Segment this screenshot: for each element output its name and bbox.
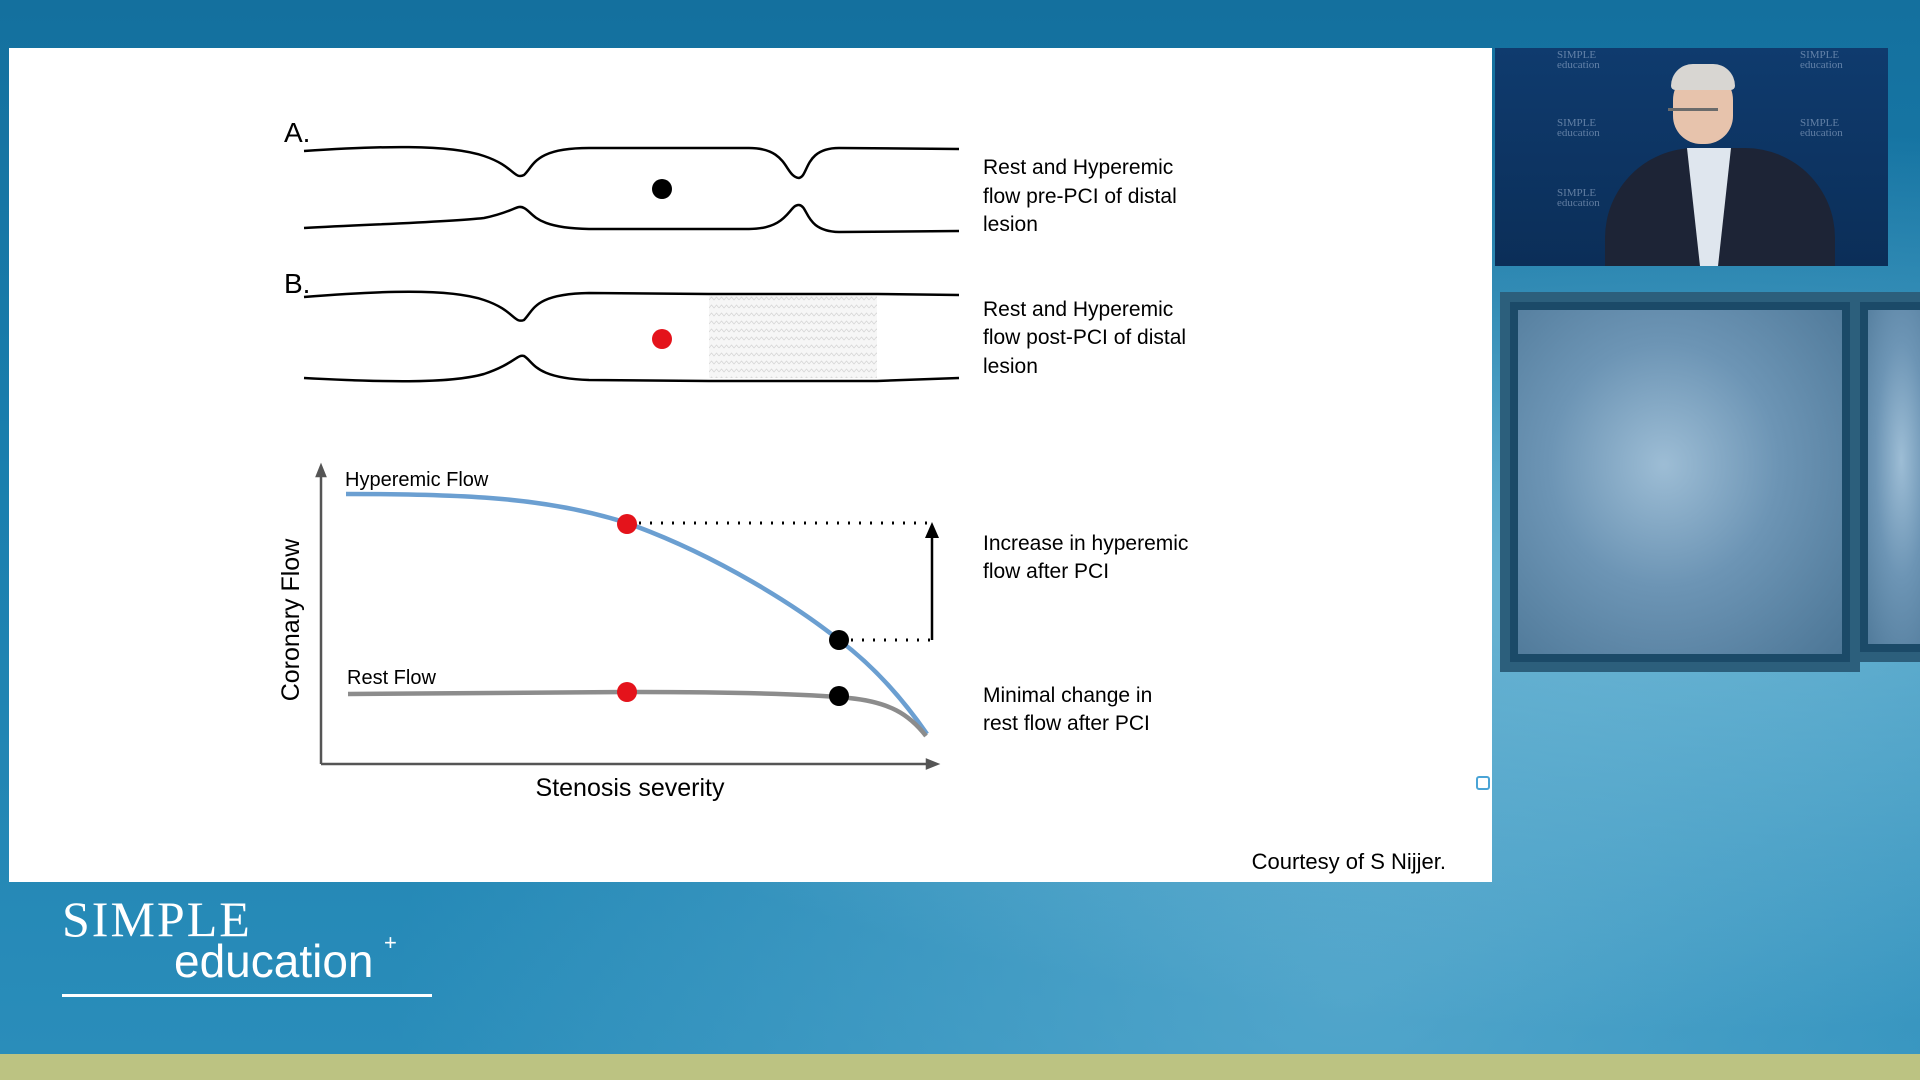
speaker-glasses xyxy=(1668,108,1718,121)
angiography-monitor xyxy=(1500,292,1860,672)
increase-arrowhead xyxy=(925,522,939,538)
note-increase-line: Increase in hyperemic xyxy=(983,532,1188,555)
watermark-line: SIMPLE xyxy=(1800,49,1840,61)
panel-a-caption: Rest and Hyperemic flow pre-PCI of dista… xyxy=(983,156,1183,236)
panel-b-caption: Rest and Hyperemic flow post-PCI of dist… xyxy=(983,298,1192,378)
stent-mesh xyxy=(709,296,877,378)
note-increase: Increase in hyperemic flow after PCI xyxy=(983,532,1194,583)
panel-b-label: B. xyxy=(284,268,310,299)
hyperemic-flow-curve xyxy=(345,491,929,736)
logo-plus-icon: + xyxy=(384,930,397,955)
watermark-line: education xyxy=(1800,59,1843,71)
logo-simple-text: SIMPLE xyxy=(62,891,252,947)
watermark-line: education xyxy=(1557,59,1600,71)
watermark-line: SIMPLE xyxy=(1557,187,1597,199)
courtesy-credit: Courtesy of S Nijjer. xyxy=(1252,849,1446,874)
simple-education-logo: SIMPLE education + xyxy=(62,890,432,1000)
x-axis-label: Stenosis severity xyxy=(536,774,725,802)
rest-marker-red xyxy=(617,682,637,702)
panel-b-caption-line: Rest and Hyperemic xyxy=(983,298,1173,321)
graph-axes xyxy=(315,462,941,770)
speaker-hair xyxy=(1671,64,1735,90)
logo-underline xyxy=(62,994,432,997)
note-minimal-line: rest flow after PCI xyxy=(983,712,1150,735)
hyperemic-marker-red xyxy=(617,514,637,534)
watermark-line: education xyxy=(1557,127,1600,139)
expand-icon[interactable] xyxy=(1476,776,1490,790)
panel-b-caption-line: lesion xyxy=(983,355,1038,378)
watermark-line: education xyxy=(1800,127,1843,139)
presentation-slide: A. Rest and Hyperemic flow pre-PCI of di… xyxy=(9,48,1492,882)
slide-diagram: A. Rest and Hyperemic flow pre-PCI of di… xyxy=(277,117,1446,874)
y-axis-label: Coronary Flow xyxy=(277,538,305,701)
bottom-bar xyxy=(0,1054,1920,1080)
panel-b-caption-line: flow post-PCI of distal xyxy=(983,326,1186,349)
panel-a-caption-line: Rest and Hyperemic xyxy=(983,156,1173,179)
watermark-line: SIMPLE xyxy=(1557,49,1597,61)
rest-marker-black xyxy=(829,686,849,706)
watermark-line: SIMPLE xyxy=(1557,117,1597,129)
note-minimal: Minimal change in rest flow after PCI xyxy=(983,684,1158,735)
note-increase-line: flow after PCI xyxy=(983,560,1109,583)
flow-marker-black-a xyxy=(652,179,672,199)
watermark-line: education xyxy=(1557,197,1600,209)
secondary-monitor xyxy=(1850,292,1920,662)
panel-a-label: A. xyxy=(284,117,310,148)
watermark-line: SIMPLE xyxy=(1800,117,1840,129)
vessel-b xyxy=(303,290,960,383)
hyperemic-flow-label: Hyperemic Flow xyxy=(345,469,489,491)
logo-education-text: education xyxy=(174,935,374,987)
hyperemic-marker-black xyxy=(829,630,849,650)
rest-flow-label: Rest Flow xyxy=(347,667,436,689)
note-minimal-line: Minimal change in xyxy=(983,684,1152,707)
flow-marker-red-b xyxy=(652,329,672,349)
panel-a-caption-line: flow pre-PCI of distal xyxy=(983,185,1177,208)
panel-a-caption-line: lesion xyxy=(983,213,1038,236)
vessel-a xyxy=(303,145,960,234)
